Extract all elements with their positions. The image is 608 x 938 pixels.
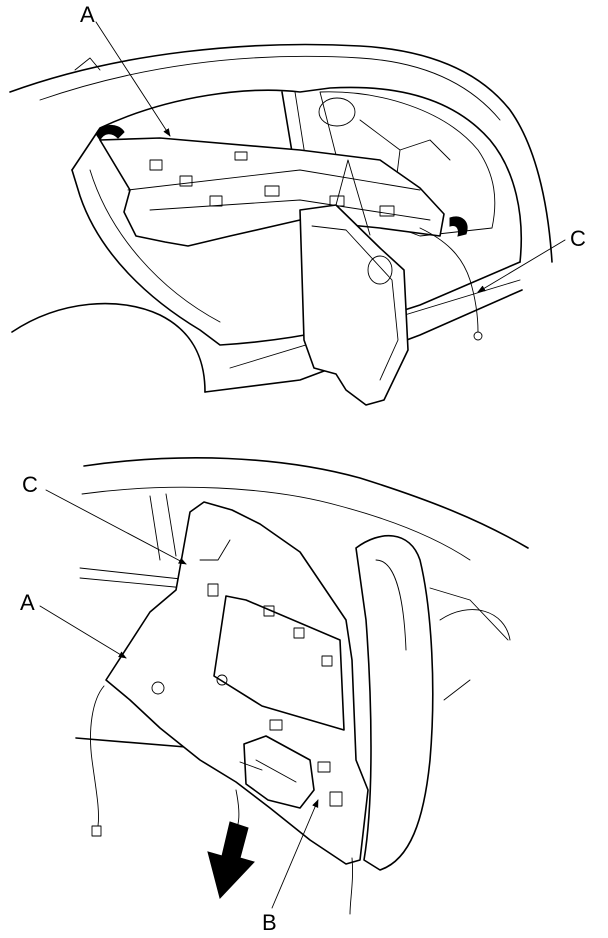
bottom-view-drawing xyxy=(75,457,529,915)
leader-line-a-top xyxy=(95,21,171,137)
leader-line-c-top xyxy=(477,239,566,293)
removal-direction-arrow xyxy=(207,821,255,899)
leader-line-c-bottom xyxy=(45,489,187,565)
label-a-top: A xyxy=(80,2,95,27)
label-c-top: C xyxy=(570,226,586,251)
label-c-bottom: C xyxy=(22,472,38,497)
leader-line-a-bottom xyxy=(39,605,127,659)
label-a-bottom: A xyxy=(20,590,35,615)
label-b-bottom: B xyxy=(262,910,277,935)
leader-line-b-bottom xyxy=(271,799,319,909)
top-view-drawing xyxy=(9,43,553,406)
